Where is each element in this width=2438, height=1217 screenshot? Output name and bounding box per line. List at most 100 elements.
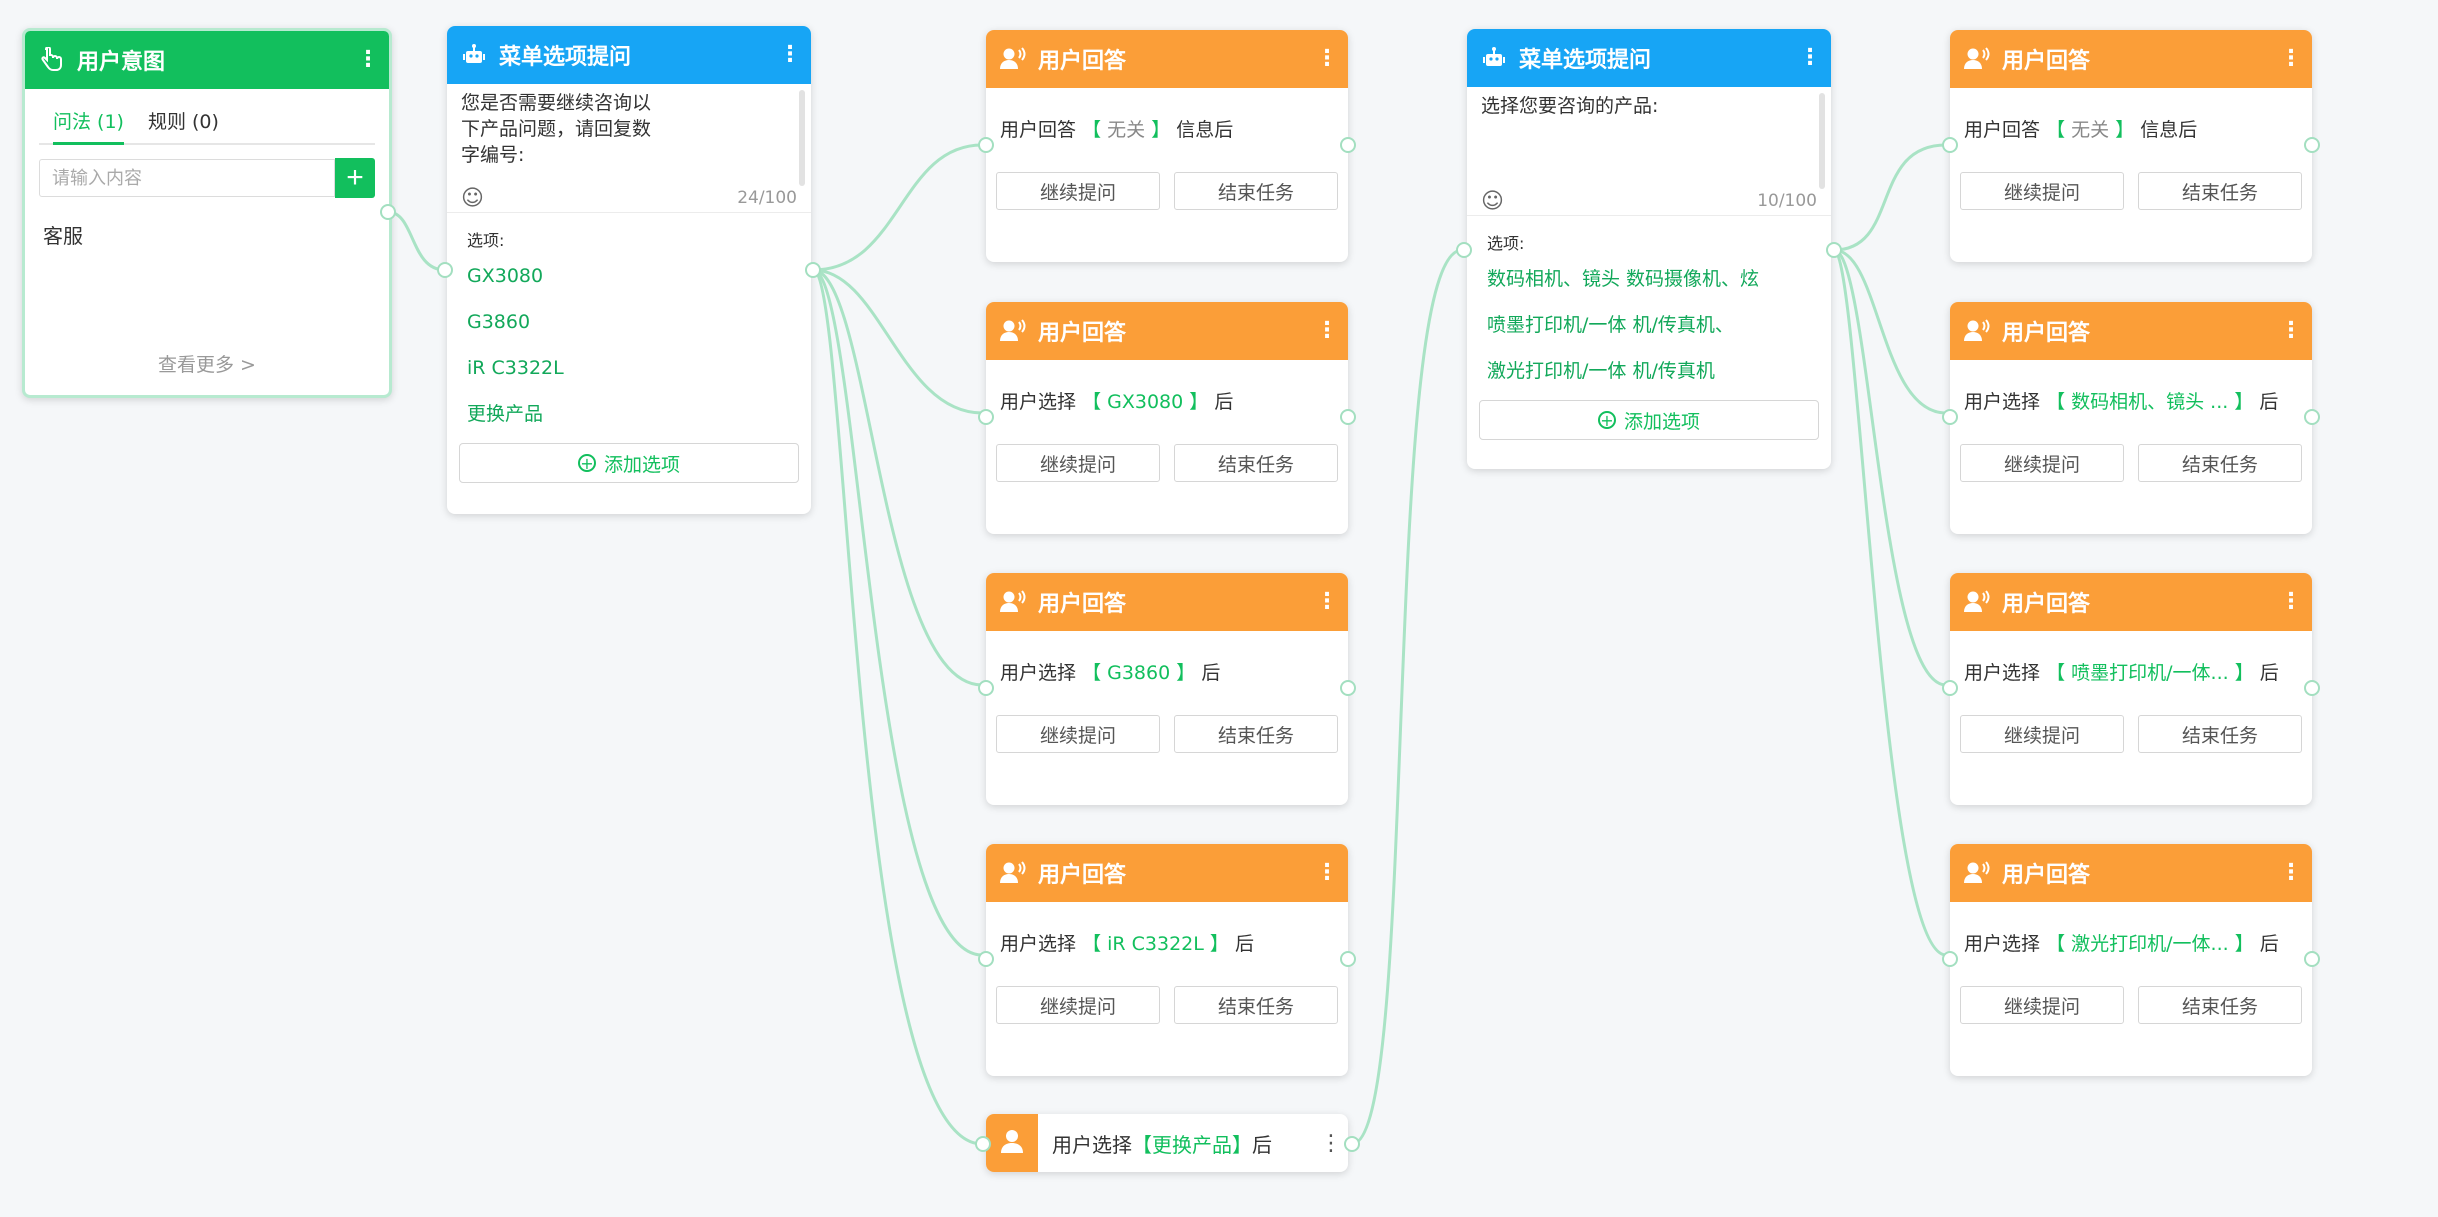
- answer-output-port[interactable]: [2304, 680, 2320, 696]
- answer-output-port[interactable]: [1340, 137, 1356, 153]
- emoji-icon[interactable]: ☺: [1481, 188, 1504, 214]
- answer-input-port[interactable]: [1942, 951, 1958, 967]
- answer-node[interactable]: 用户回答 ⋮ 用户回答 【 无关 】 信息后继续提问结束任务: [986, 30, 1348, 262]
- menu1-option[interactable]: iR C3322L: [467, 357, 564, 379]
- answer-buttons: 继续提问结束任务: [1950, 715, 2312, 753]
- more-vert-icon[interactable]: ⋮: [779, 42, 801, 67]
- end-task-button[interactable]: 结束任务: [2138, 444, 2302, 482]
- compact-input-port[interactable]: [975, 1136, 991, 1152]
- add-option-button[interactable]: + 添加选项: [1479, 400, 1819, 440]
- end-task-button[interactable]: 结束任务: [2138, 986, 2302, 1024]
- end-task-button[interactable]: 结束任务: [1174, 172, 1338, 210]
- prompt-line: 您是否需要继续咨询以: [461, 92, 652, 114]
- continue-ask-button[interactable]: 继续提问: [1960, 444, 2124, 482]
- answer-input-port[interactable]: [978, 951, 994, 967]
- answer-condition: 用户回答 【 无关 】 信息后: [986, 88, 1348, 172]
- answer-output-port[interactable]: [1340, 409, 1356, 425]
- tab-rule[interactable]: 规则 (0): [147, 111, 219, 133]
- more-vert-icon[interactable]: ⋮: [1316, 860, 1338, 885]
- answer-title: 用户回答: [1038, 321, 1127, 346]
- compact-text: 用户选择【更换产品】后: [1038, 1129, 1314, 1158]
- answer-buttons: 继续提问结束任务: [1950, 444, 2312, 482]
- menu2-option[interactable]: 激光打印机/一体 机/传真机: [1487, 360, 1715, 382]
- menu2-input-port[interactable]: [1456, 242, 1472, 258]
- more-vert-icon[interactable]: ⋮: [1320, 1130, 1342, 1156]
- answer-output-port[interactable]: [1340, 951, 1356, 967]
- intent-input[interactable]: [39, 159, 335, 197]
- intent-output-port[interactable]: [380, 204, 396, 220]
- char-counter: 10/100: [1757, 191, 1817, 211]
- end-task-button[interactable]: 结束任务: [1174, 444, 1338, 482]
- more-vert-icon[interactable]: ⋮: [2280, 589, 2302, 614]
- menu1-prompt-textarea[interactable]: 您是否需要继续咨询以 下产品问题，请回复数 字编号:: [447, 84, 811, 186]
- continue-ask-button[interactable]: 继续提问: [996, 444, 1160, 482]
- menu1-output-port[interactable]: [805, 262, 821, 278]
- tab-question[interactable]: 问法 (1): [53, 107, 124, 145]
- answer-value: 无关: [2071, 119, 2110, 141]
- view-more-link[interactable]: 查看更多 >: [158, 354, 256, 376]
- continue-ask-button[interactable]: 继续提问: [996, 986, 1160, 1024]
- bracket-close: 】: [1209, 933, 1229, 955]
- intent-node[interactable]: 用户意图 ⋮ 问法 (1) 规则 (0) + 客服 查看更多 >: [22, 28, 392, 398]
- answer-node[interactable]: 用户回答⋮用户选择 【 GX3080 】 后继续提问结束任务: [986, 302, 1348, 534]
- answer-node[interactable]: 用户回答⋮用户选择 【 iR C3322L 】 后继续提问结束任务: [986, 844, 1348, 1076]
- answer-output-port[interactable]: [1340, 680, 1356, 696]
- answer-input-port[interactable]: [1942, 409, 1958, 425]
- add-option-button[interactable]: + 添加选项: [459, 443, 799, 483]
- more-vert-icon[interactable]: ⋮: [357, 47, 379, 72]
- answer-output-port[interactable]: [2304, 951, 2320, 967]
- menu1-option[interactable]: 更换产品: [467, 403, 544, 425]
- answer-suffix: 后: [1201, 662, 1221, 684]
- more-vert-icon[interactable]: ⋮: [2280, 860, 2302, 885]
- answer-input-port[interactable]: [978, 680, 994, 696]
- answer-output-port[interactable]: [2304, 137, 2320, 153]
- continue-ask-button[interactable]: 继续提问: [996, 715, 1160, 753]
- menu1-option[interactable]: GX3080: [467, 265, 544, 287]
- continue-ask-button[interactable]: 继续提问: [1960, 172, 2124, 210]
- answer-node[interactable]: 用户回答⋮用户回答 【 无关 】 信息后继续提问结束任务: [1950, 30, 2312, 262]
- add-question-button[interactable]: +: [335, 158, 375, 198]
- answer-node[interactable]: 用户回答⋮用户选择 【 喷墨打印机/一体... 】 后继续提问结束任务: [1950, 573, 2312, 805]
- end-task-button[interactable]: 结束任务: [1174, 986, 1338, 1024]
- continue-ask-button[interactable]: 继续提问: [996, 172, 1160, 210]
- answer-input-port[interactable]: [978, 137, 994, 153]
- scrollbar[interactable]: [1819, 93, 1825, 189]
- continue-ask-button[interactable]: 继续提问: [1960, 715, 2124, 753]
- answer-node-change-product[interactable]: 用户选择【更换产品】后 ⋮: [986, 1114, 1348, 1172]
- menu2-prompt-textarea[interactable]: 选择您要咨询的产品:: [1467, 87, 1831, 189]
- emoji-icon[interactable]: ☺: [461, 185, 484, 211]
- more-vert-icon[interactable]: ⋮: [1316, 318, 1338, 343]
- answer-input-port[interactable]: [978, 409, 994, 425]
- scrollbar[interactable]: [799, 90, 805, 186]
- more-vert-icon[interactable]: ⋮: [1316, 589, 1338, 614]
- answer-buttons: 继续提问结束任务: [986, 715, 1348, 753]
- more-vert-icon[interactable]: ⋮: [2280, 318, 2302, 343]
- answer-node[interactable]: 用户回答⋮用户选择 【 激光打印机/一体... 】 后继续提问结束任务: [1950, 844, 2312, 1076]
- menu-question-node-2[interactable]: 菜单选项提问 ⋮ 选择您要咨询的产品: ☺ 10/100 选项: 数码相机、镜头…: [1467, 29, 1831, 469]
- continue-ask-button[interactable]: 继续提问: [1960, 986, 2124, 1024]
- answer-node[interactable]: 用户回答⋮用户选择 【 数码相机、镜头 ... 】 后继续提问结束任务: [1950, 302, 2312, 534]
- more-vert-icon[interactable]: ⋮: [1316, 46, 1338, 71]
- end-task-button[interactable]: 结束任务: [1174, 715, 1338, 753]
- answer-node[interactable]: 用户回答⋮用户选择 【 G3860 】 后继续提问结束任务: [986, 573, 1348, 805]
- answer-output-port[interactable]: [2304, 409, 2320, 425]
- answer-prefix: 用户选择: [1000, 933, 1077, 955]
- compact-output-port[interactable]: [1344, 1136, 1360, 1152]
- menu1-option[interactable]: G3860: [467, 311, 531, 333]
- menu2-output-port[interactable]: [1826, 242, 1842, 258]
- robot-icon: [1481, 45, 1507, 71]
- end-task-button[interactable]: 结束任务: [2138, 715, 2302, 753]
- end-task-button[interactable]: 结束任务: [2138, 172, 2302, 210]
- answer-input-port[interactable]: [1942, 680, 1958, 696]
- prompt-line: 下产品问题，请回复数: [461, 118, 652, 140]
- menu-question-node-1[interactable]: 菜单选项提问 ⋮ 您是否需要继续咨询以 下产品问题，请回复数 字编号: ☺ 24…: [447, 26, 811, 514]
- answer-prefix: 用户回答: [1000, 119, 1077, 141]
- answer-buttons: 继续提问结束任务: [986, 172, 1348, 210]
- more-vert-icon[interactable]: ⋮: [1799, 45, 1821, 70]
- menu2-option[interactable]: 数码相机、镜头 数码摄像机、炫: [1487, 268, 1760, 290]
- more-vert-icon[interactable]: ⋮: [2280, 46, 2302, 71]
- menu1-input-port[interactable]: [437, 262, 453, 278]
- menu2-option[interactable]: 喷墨打印机/一体 机/传真机、: [1487, 314, 1734, 336]
- answer-input-port[interactable]: [1942, 137, 1958, 153]
- answer-title: 用户回答: [2002, 863, 2091, 888]
